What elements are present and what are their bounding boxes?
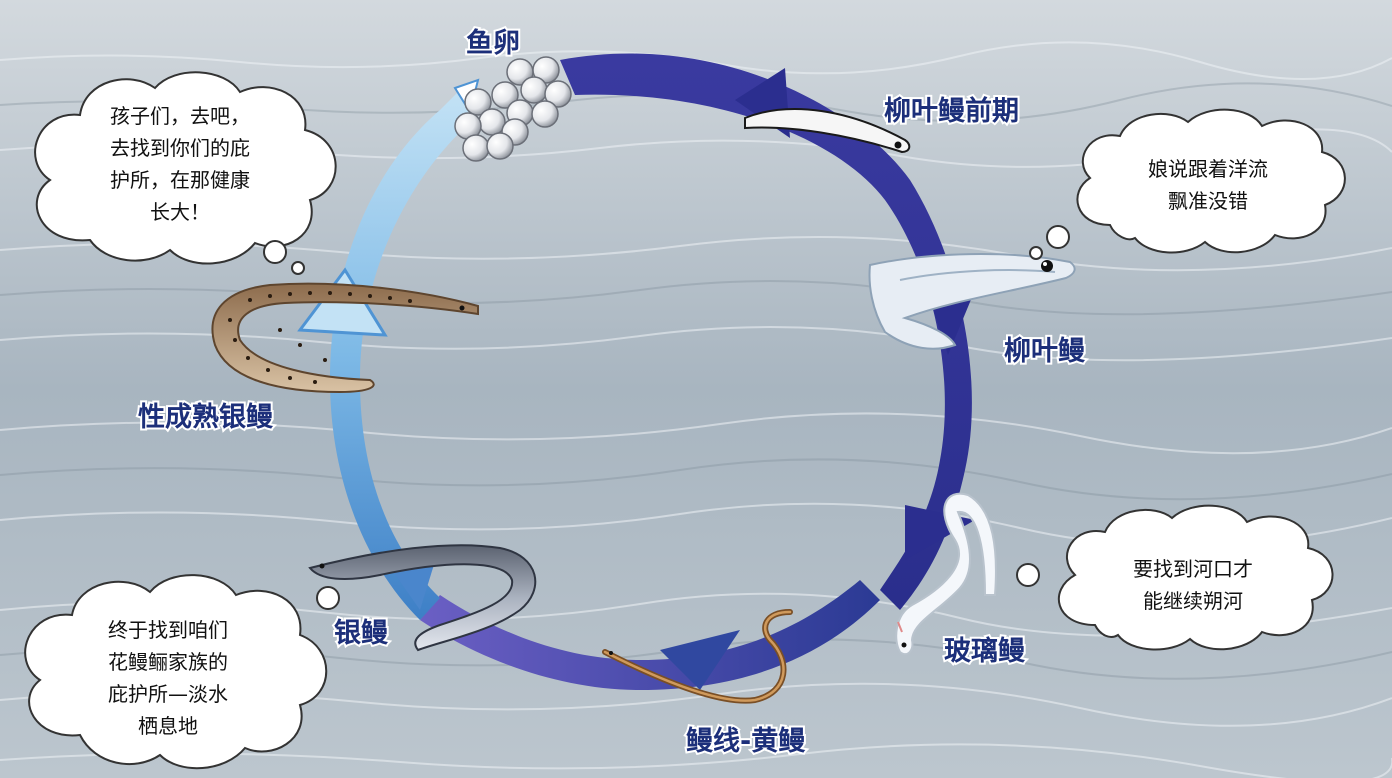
early-leptocephalus-illustration <box>744 108 911 154</box>
bubble-line: 能继续朔河 <box>1143 589 1243 613</box>
bubble-line: 娘说跟着洋流 <box>1148 157 1268 181</box>
bubble-top-left-text: 孩子们，去吧， 去找到你们的庇 护所，在那健康 长大！ <box>110 104 250 224</box>
bubble-bottom-left <box>24 574 340 770</box>
bubble-mid-right-text: 要找到河口才 能继续朔河 <box>1133 557 1253 613</box>
bubble-line: 要找到河口才 <box>1133 557 1253 581</box>
bubble-mid-right <box>1016 504 1334 651</box>
bubble-line: 飘准没错 <box>1168 189 1248 213</box>
label-glass-eel: 玻璃鳗 <box>944 636 1026 667</box>
label-mature-silver-eel: 性成熟银鳗 <box>138 401 274 433</box>
bubble-line: 终于找到咱们 <box>108 618 228 642</box>
cycle-arrow-bottom <box>420 580 880 690</box>
eggs-illustration <box>454 56 572 162</box>
silver-eel-illustration <box>308 544 537 652</box>
cycle-arrow-left <box>330 90 475 620</box>
bubble-line: 去找到你们的庇 <box>110 136 250 160</box>
bubble-line: 长大！ <box>150 200 210 224</box>
bubble-line: 护所，在那健康 <box>110 168 250 192</box>
mature-silver-eel-illustration <box>211 282 479 394</box>
label-eggs: 鱼卵 <box>466 28 520 59</box>
glass-eel-illustration <box>895 492 997 656</box>
bubble-bottom-left-text: 终于找到咱们 花鳗鲡家族的 庇护所—淡水 栖息地 <box>108 618 228 738</box>
bubble-top-right <box>1029 108 1346 260</box>
bubble-line: 孩子们，去吧， <box>110 104 250 128</box>
leptocephalus-illustration <box>868 253 1076 350</box>
bubble-line: 庇护所—淡水 <box>108 682 228 706</box>
elver-yellow-eel-illustration <box>602 609 793 704</box>
arrowhead-elver <box>660 630 740 690</box>
label-silver-eel: 银鳗 <box>334 618 389 649</box>
bubble-top-right-text: 娘说跟着洋流 飘准没错 <box>1148 157 1268 213</box>
bubble-line: 花鳗鲡家族的 <box>108 650 228 674</box>
cycle-arrow-right <box>560 53 972 610</box>
label-leptocephalus: 柳叶鳗 <box>1004 336 1086 367</box>
label-elver-yellow-eel: 鳗线-黄鳗 <box>686 726 806 757</box>
bubble-top-left <box>34 71 337 275</box>
label-early-leptocephalus: 柳叶鳗前期 <box>884 95 1019 127</box>
bubble-line: 栖息地 <box>138 714 198 738</box>
